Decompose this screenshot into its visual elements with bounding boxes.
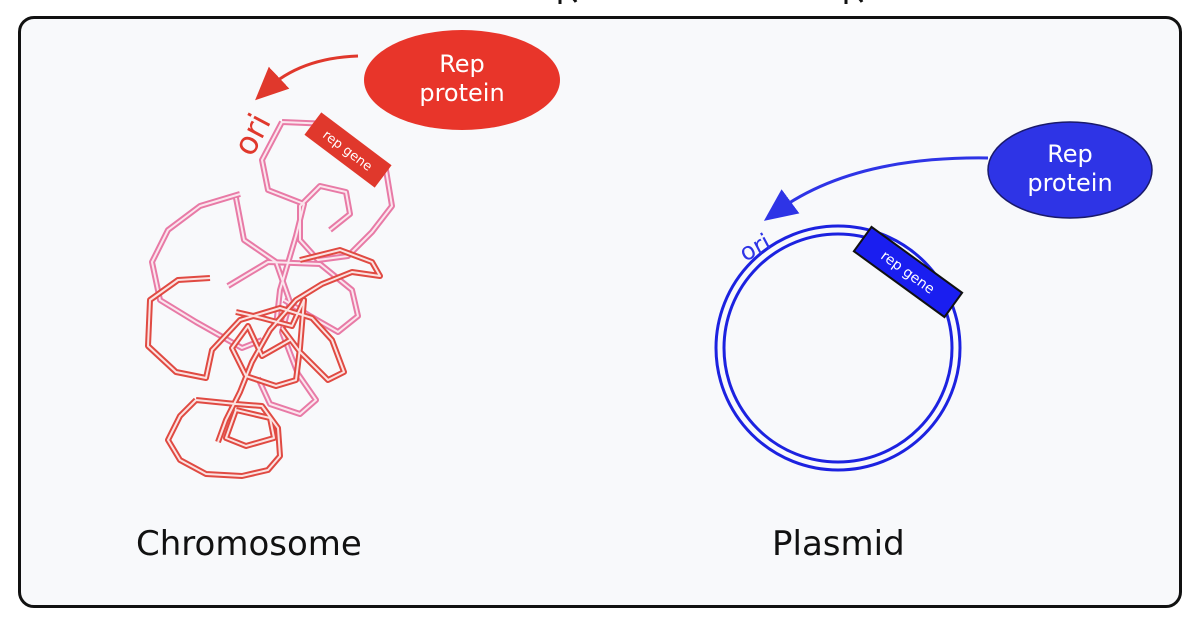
plasmid-rep-protein-label: Rep protein (1010, 140, 1130, 198)
chromosome-rep-protein-label: Rep protein (402, 50, 522, 108)
chromosome-ori-label: ori (226, 107, 279, 162)
plasmid-caption: Plasmid (772, 524, 905, 564)
plasmid-rep-protein-shape (987, 121, 1153, 219)
plasmid-protein-line2: protein (1027, 169, 1113, 197)
cropped-heading-glyphs (558, 0, 864, 4)
plasmid-rep-gene: rep gene (852, 225, 964, 319)
chromosome-pink-strand (149, 119, 395, 417)
chromosome-arrow (255, 54, 359, 101)
diagram-panel (18, 16, 1182, 608)
plasmid-protein-line1: Rep (1047, 140, 1093, 168)
plasmid-ring (714, 224, 962, 472)
cropped-heading-fragment (0, 0, 1202, 10)
plasmid-arrow (763, 156, 989, 221)
plasmid-ori-label: ori (735, 228, 776, 267)
chromosome-strands (145, 119, 395, 479)
chromosome-protein-line1: Rep (439, 50, 485, 78)
chromosome-red-strand (145, 247, 383, 479)
chromosome-protein-line2: protein (419, 79, 505, 107)
chromosome-rep-gene: rep gene (304, 112, 392, 188)
chromosome-rep-protein-shape (364, 30, 560, 130)
chromosome-caption: Chromosome (136, 524, 362, 564)
